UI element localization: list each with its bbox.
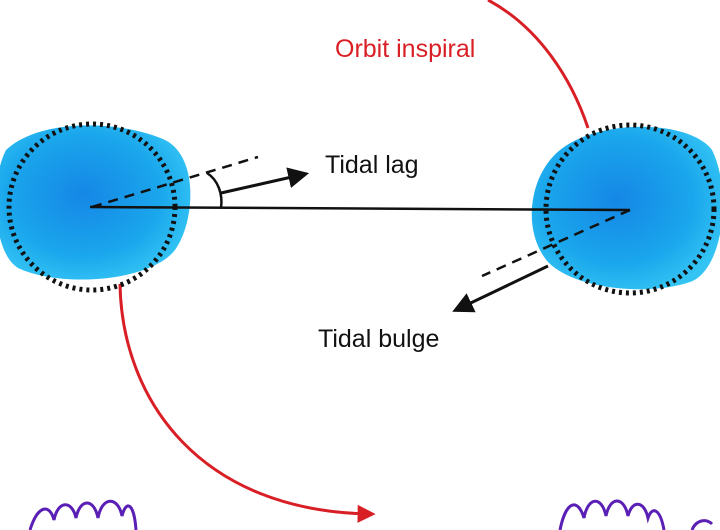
left-body: [0, 125, 191, 280]
orbit-inspiral-label: Orbit inspiral: [335, 35, 475, 63]
tidal-bulge-label: Tidal bulge: [318, 325, 439, 353]
orbit-arc-bottom: [118, 283, 376, 523]
wave-squiggle-left: [28, 499, 138, 530]
left-bulge-axis-dashed: [91, 155, 259, 209]
tidal-bulge-arrow: [452, 264, 549, 313]
tidal-lag-arrow: [220, 167, 310, 195]
wave-squiggle-right: [558, 499, 666, 530]
orbit-arc-top: [487, 0, 590, 129]
center-connection-line: [89, 205, 631, 212]
wave-squiggle-right-edge: [690, 519, 714, 530]
right-body-reference-circle: [543, 122, 717, 296]
tidal-lag-angle-arc: [206, 171, 223, 209]
right-body: [531, 126, 720, 290]
tidal-lag-label: Tidal lag: [325, 151, 419, 179]
